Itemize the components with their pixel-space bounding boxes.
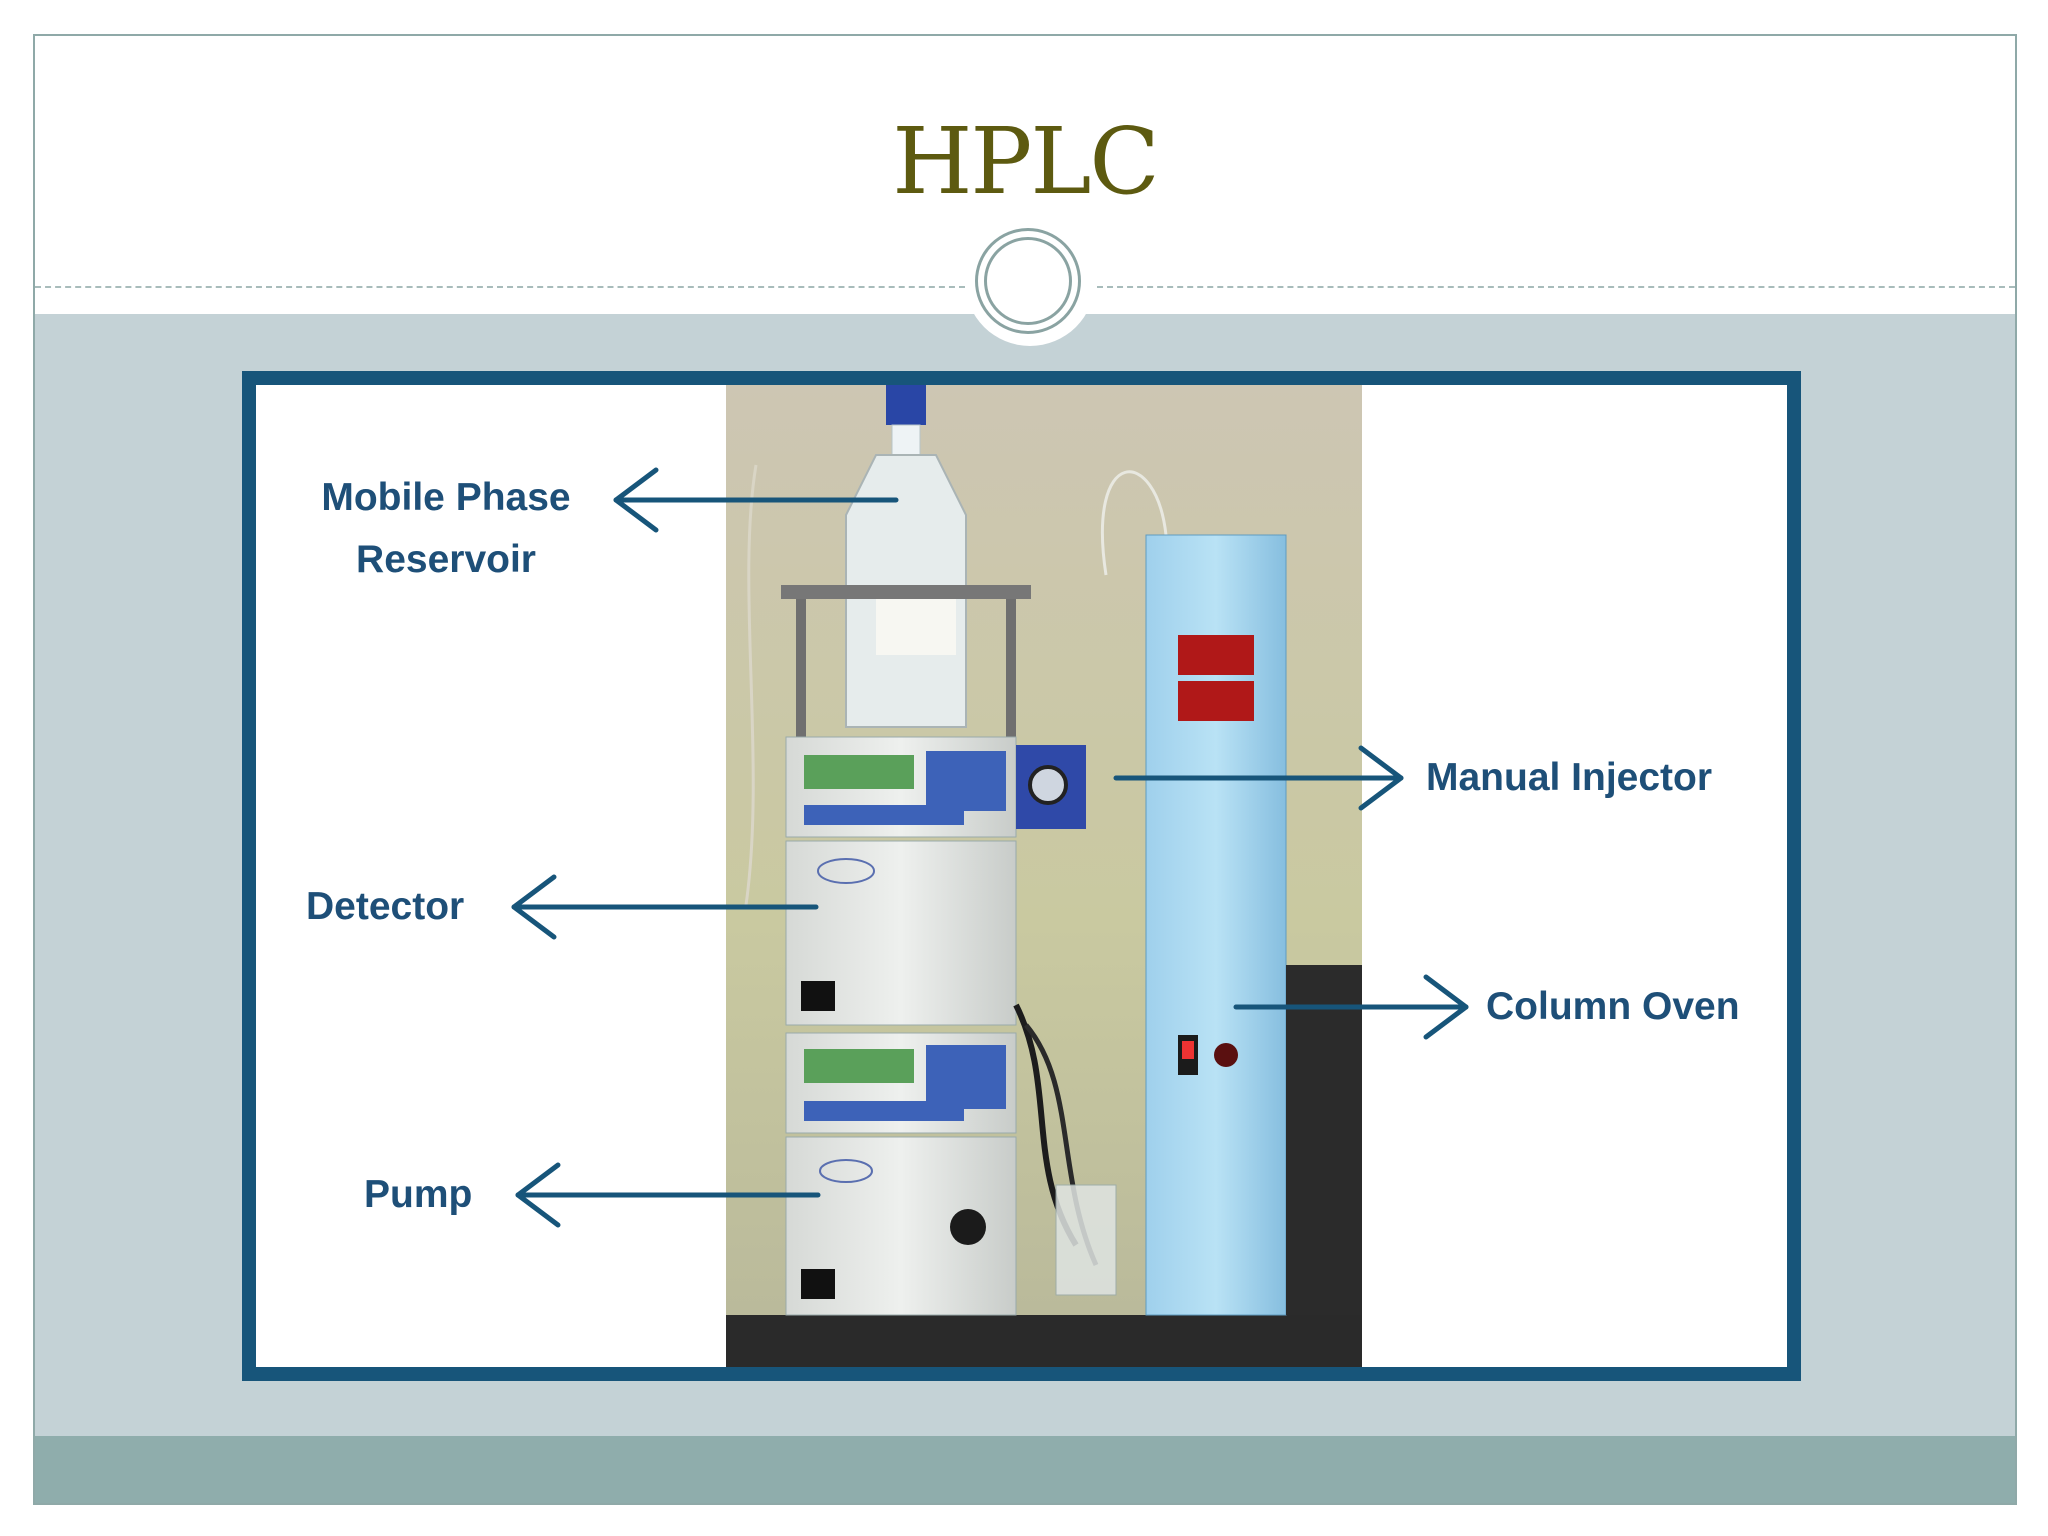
- title-divider-right: [1097, 286, 2015, 288]
- label-mobile-phase-reservoir: Mobile Phase Reservoir: [321, 476, 571, 581]
- slide: HPLC: [33, 34, 2017, 1505]
- label-manual-injector: Manual Injector: [1426, 756, 1713, 799]
- slide-title: HPLC: [892, 108, 1160, 215]
- label-column-oven: Column Oven: [1486, 985, 1740, 1028]
- label-detector: Detector: [306, 885, 465, 928]
- hplc-figure-frame: Mobile Phase Reservoir Detector Pump Man…: [242, 371, 1801, 1381]
- slide-footer-band: [35, 1436, 2015, 1503]
- title-divider-left: [35, 286, 965, 288]
- hplc-figure: Mobile Phase Reservoir Detector Pump Man…: [256, 385, 1787, 1367]
- label-arrows: [511, 467, 1469, 1228]
- divider-ornament-circle: [975, 228, 1081, 334]
- hplc-instrument-photo: [726, 385, 1362, 1367]
- label-pump: Pump: [364, 1173, 473, 1216]
